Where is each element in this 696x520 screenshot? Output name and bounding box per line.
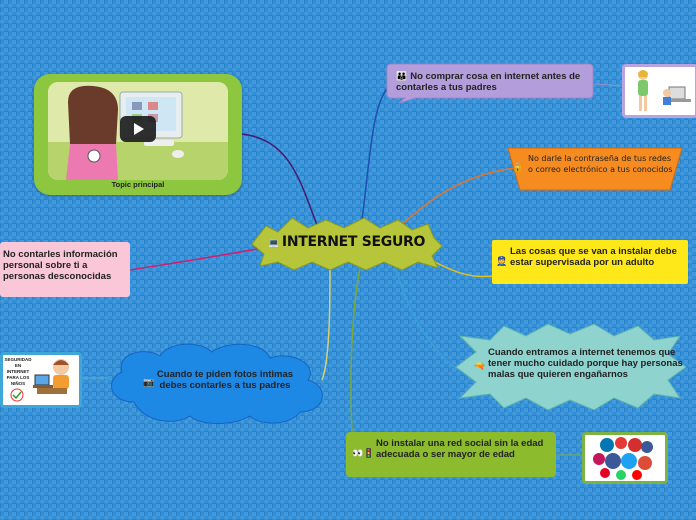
lock-icon: 🔒 <box>512 163 524 173</box>
central-title[interactable]: 💻INTERNET SEGURO <box>268 234 426 250</box>
node-orange[interactable] <box>506 146 684 192</box>
node-cloud-text[interactable]: 📷Cuando te piden fotos intimas debes con… <box>143 369 294 391</box>
line-cloud <box>321 267 331 381</box>
play-icon <box>134 123 144 135</box>
node-teal-text[interactable]: 🔫Cuando entramos a internet tenemos que … <box>474 347 683 380</box>
woman-computer-illustration <box>638 70 691 111</box>
kid-image-caption: SEGURIDAD EN INTERNET PARA LOS NIÑOS <box>4 357 32 386</box>
video-thumbnail[interactable] <box>48 82 228 180</box>
node-orange-text[interactable]: 🔒No darle la contraseña de tus redes o c… <box>512 154 673 174</box>
kid-computer-illustration <box>10 359 69 402</box>
node-teal[interactable] <box>448 322 688 412</box>
people-icon: 👪 <box>396 71 408 81</box>
line-green <box>350 267 361 433</box>
node-purple[interactable] <box>385 62 595 104</box>
line-teal <box>394 265 459 371</box>
node-pink[interactable] <box>0 242 130 297</box>
line-pink <box>129 247 263 271</box>
line-purple <box>361 85 391 221</box>
node-green[interactable] <box>346 432 556 477</box>
node-green-text[interactable]: 👀🚦No instalar una red social sin la edad… <box>352 438 544 460</box>
node-yellow[interactable] <box>492 240 688 284</box>
play-button[interactable] <box>120 116 156 142</box>
social-network-icons <box>593 437 653 480</box>
police-icon: 👮 <box>496 256 508 266</box>
node-pink-text[interactable]: No contarles información personal sobre … <box>3 249 118 282</box>
video-caption: Topic principal <box>111 180 165 189</box>
line-woman <box>594 83 623 87</box>
eyes-traffic-icon: 👀🚦 <box>352 448 375 458</box>
image-kid-computer[interactable]: SEGURIDAD EN INTERNET PARA LOS NIÑOS <box>0 352 82 408</box>
line-video <box>241 133 319 229</box>
camera-icon: 📷 <box>143 377 155 387</box>
line-orange <box>399 167 516 227</box>
central-node[interactable] <box>248 216 444 272</box>
gun-icon: 🔫 <box>474 361 486 371</box>
image-social-networks[interactable] <box>582 432 668 484</box>
node-cloud[interactable] <box>104 340 330 426</box>
node-yellow-text[interactable]: 👮Las cosas que se van a instalar debe es… <box>496 246 677 268</box>
computer-icon: 💻 <box>268 239 279 249</box>
image-woman-computer[interactable] <box>622 64 696 118</box>
node-purple-text[interactable]: 👪No comprar cosa en internet antes de co… <box>396 71 581 93</box>
